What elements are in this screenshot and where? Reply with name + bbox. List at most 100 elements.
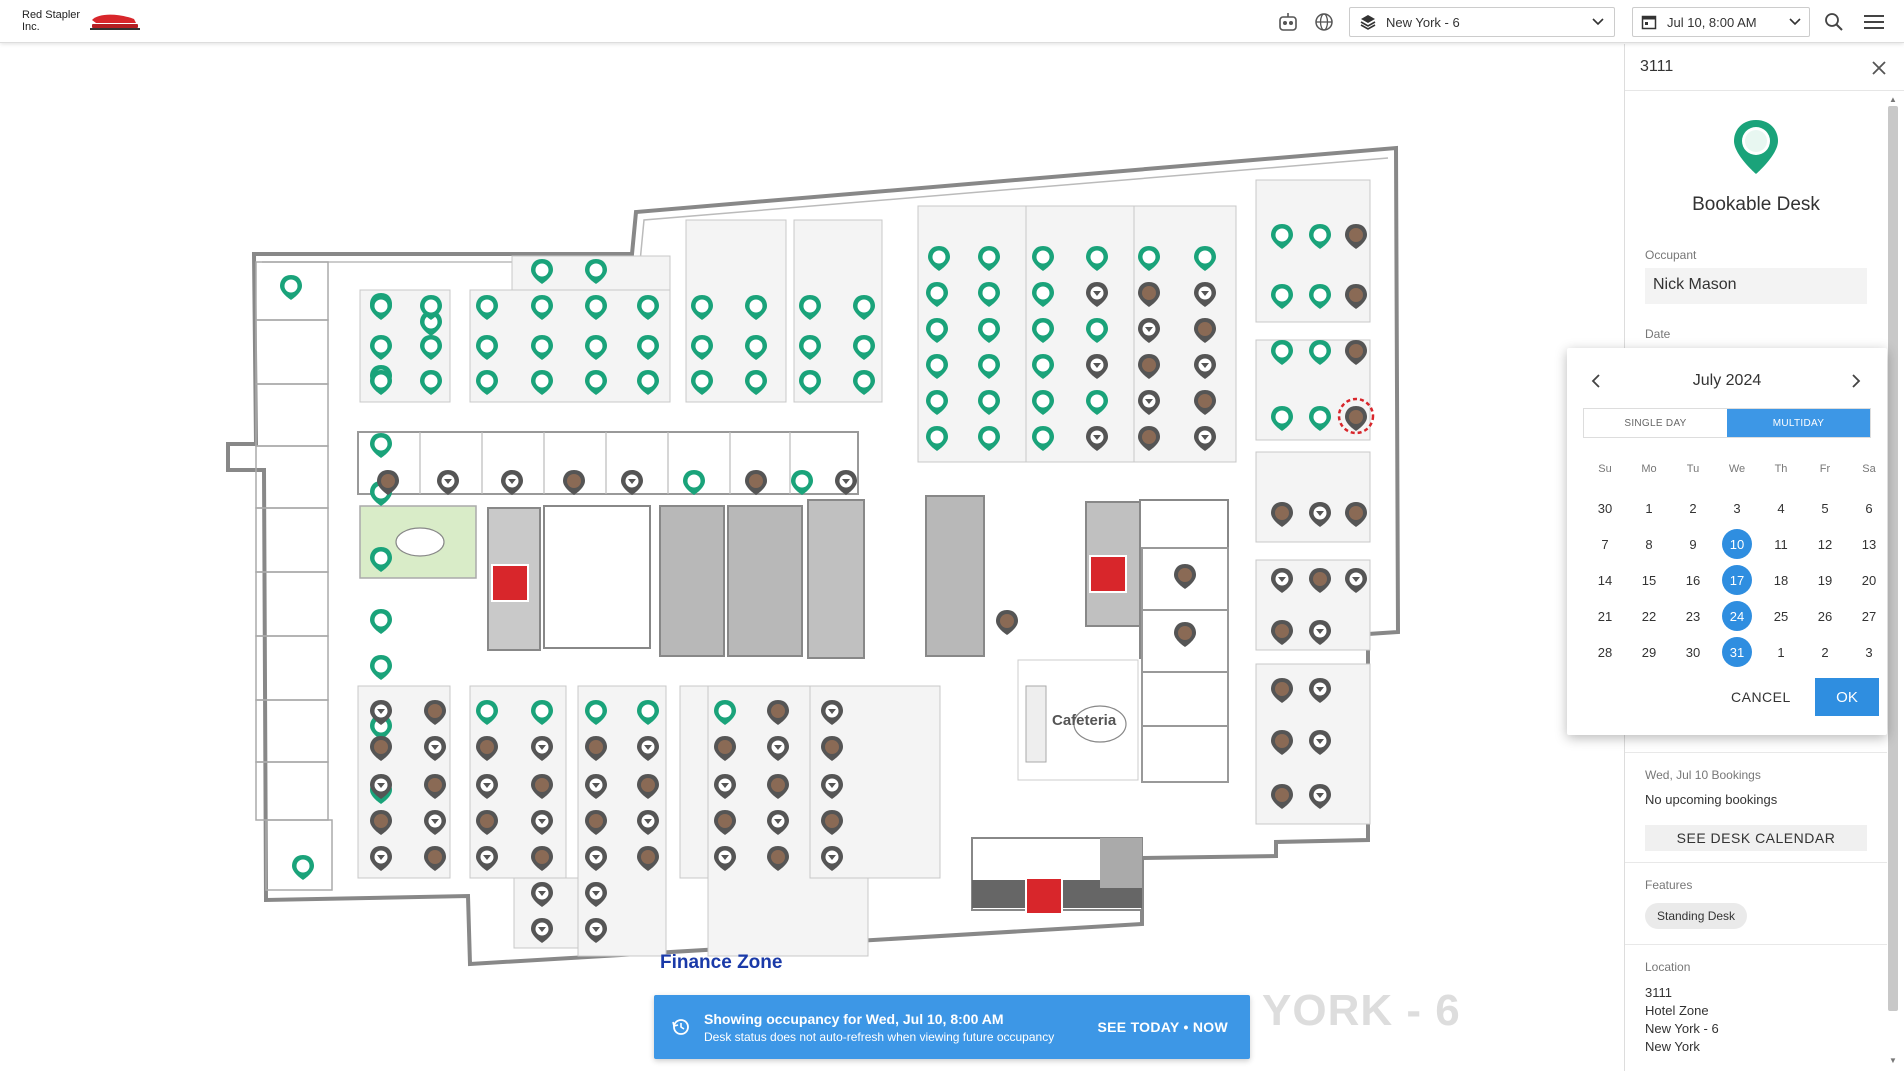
calendar-day[interactable]: 25 — [1759, 598, 1803, 634]
unavailable-desk-pin-icon[interactable] — [370, 774, 392, 799]
occupied-desk-pin-icon[interactable] — [637, 774, 659, 799]
available-desk-pin-icon[interactable] — [531, 295, 553, 320]
available-desk-pin-icon[interactable] — [370, 547, 392, 572]
available-desk-pin-icon[interactable] — [531, 370, 553, 395]
occupied-desk-pin-icon[interactable] — [1271, 730, 1293, 755]
occupied-desk-pin-icon[interactable] — [531, 774, 553, 799]
unavailable-desk-pin-icon[interactable] — [531, 810, 553, 835]
unavailable-desk-pin-icon[interactable] — [1309, 620, 1331, 645]
unavailable-desk-pin-icon[interactable] — [1309, 784, 1331, 809]
available-desk-pin-icon[interactable] — [1086, 246, 1108, 271]
unavailable-desk-pin-icon[interactable] — [1086, 426, 1108, 451]
unavailable-desk-pin-icon[interactable] — [767, 736, 789, 761]
occupant-field[interactable]: Nick Mason — [1645, 268, 1867, 304]
available-desk-pin-icon[interactable] — [745, 335, 767, 360]
unavailable-desk-pin-icon[interactable] — [1086, 282, 1108, 307]
available-desk-pin-icon[interactable] — [1032, 246, 1054, 271]
calendar-day[interactable]: 1 — [1627, 490, 1671, 526]
available-desk-pin-icon[interactable] — [1309, 340, 1331, 365]
available-desk-pin-icon[interactable] — [853, 295, 875, 320]
available-desk-pin-icon[interactable] — [926, 354, 948, 379]
calendar-day[interactable]: 14 — [1583, 562, 1627, 598]
occupied-desk-pin-icon[interactable] — [424, 774, 446, 799]
available-desk-pin-icon[interactable] — [1138, 246, 1160, 271]
unavailable-desk-pin-icon[interactable] — [714, 774, 736, 799]
occupied-desk-pin-icon[interactable] — [767, 846, 789, 871]
available-desk-pin-icon[interactable] — [1309, 284, 1331, 309]
available-desk-pin-icon[interactable] — [1271, 284, 1293, 309]
available-desk-pin-icon[interactable] — [370, 295, 392, 320]
available-desk-pin-icon[interactable] — [978, 426, 1000, 451]
available-desk-pin-icon[interactable] — [926, 390, 948, 415]
unavailable-desk-pin-icon[interactable] — [821, 700, 843, 725]
unavailable-desk-pin-icon[interactable] — [370, 846, 392, 871]
available-desk-pin-icon[interactable] — [978, 354, 1000, 379]
unavailable-desk-pin-icon[interactable] — [531, 882, 553, 907]
available-desk-pin-icon[interactable] — [370, 655, 392, 680]
calendar-day[interactable]: 8 — [1627, 526, 1671, 562]
calendar-day[interactable]: 19 — [1803, 562, 1847, 598]
unavailable-desk-pin-icon[interactable] — [1086, 354, 1108, 379]
available-desk-pin-icon[interactable] — [791, 470, 813, 495]
available-desk-pin-icon[interactable] — [1309, 406, 1331, 431]
available-desk-pin-icon[interactable] — [1086, 390, 1108, 415]
calendar-day[interactable]: 2 — [1803, 634, 1847, 670]
floor-select[interactable]: New York - 6 — [1349, 7, 1615, 37]
floor-map[interactable]: Cafeteria Finance Zone YORK - 6 — [0, 44, 1624, 1071]
available-desk-pin-icon[interactable] — [978, 318, 1000, 343]
available-desk-pin-icon[interactable] — [476, 700, 498, 725]
available-desk-pin-icon[interactable] — [745, 295, 767, 320]
scroll-down-icon[interactable]: ▼ — [1889, 1056, 1897, 1065]
unavailable-desk-pin-icon[interactable] — [821, 774, 843, 799]
available-desk-pin-icon[interactable] — [531, 259, 553, 284]
calendar-day[interactable]: 16 — [1671, 562, 1715, 598]
available-desk-pin-icon[interactable] — [292, 855, 314, 880]
available-desk-pin-icon[interactable] — [978, 390, 1000, 415]
available-desk-pin-icon[interactable] — [420, 335, 442, 360]
occupied-desk-pin-icon[interactable] — [370, 736, 392, 761]
available-desk-pin-icon[interactable] — [928, 246, 950, 271]
unavailable-desk-pin-icon[interactable] — [1138, 390, 1160, 415]
available-desk-pin-icon[interactable] — [585, 259, 607, 284]
unavailable-desk-pin-icon[interactable] — [370, 700, 392, 725]
available-desk-pin-icon[interactable] — [926, 318, 948, 343]
calendar-day[interactable]: 30 — [1583, 490, 1627, 526]
available-desk-pin-icon[interactable] — [370, 715, 392, 740]
unavailable-desk-pin-icon[interactable] — [1309, 502, 1331, 527]
calendar-day[interactable]: 26 — [1803, 598, 1847, 634]
calendar-day[interactable]: 6 — [1847, 490, 1891, 526]
unavailable-desk-pin-icon[interactable] — [1271, 568, 1293, 593]
occupied-desk-pin-icon[interactable] — [476, 736, 498, 761]
occupied-desk-pin-icon[interactable] — [424, 846, 446, 871]
available-desk-pin-icon[interactable] — [476, 335, 498, 360]
available-desk-pin-icon[interactable] — [691, 295, 713, 320]
occupied-desk-pin-icon[interactable] — [1271, 678, 1293, 703]
unavailable-desk-pin-icon[interactable] — [1345, 568, 1367, 593]
calendar-day[interactable]: 27 — [1847, 598, 1891, 634]
unavailable-desk-pin-icon[interactable] — [424, 810, 446, 835]
unavailable-desk-pin-icon[interactable] — [437, 470, 459, 495]
unavailable-desk-pin-icon[interactable] — [767, 810, 789, 835]
occupied-desk-pin-icon[interactable] — [821, 810, 843, 835]
calendar-day[interactable]: 18 — [1759, 562, 1803, 598]
occupied-desk-pin-icon[interactable] — [1345, 340, 1367, 365]
unavailable-desk-pin-icon[interactable] — [821, 846, 843, 871]
available-desk-pin-icon[interactable] — [531, 700, 553, 725]
available-desk-pin-icon[interactable] — [420, 311, 442, 336]
calendar-day[interactable]: 4 — [1759, 490, 1803, 526]
calendar-day[interactable]: 3 — [1847, 634, 1891, 670]
available-desk-pin-icon[interactable] — [978, 282, 1000, 307]
occupied-desk-pin-icon[interactable] — [637, 846, 659, 871]
unavailable-desk-pin-icon[interactable] — [531, 918, 553, 943]
occupied-desk-pin-icon[interactable] — [1138, 426, 1160, 451]
unavailable-desk-pin-icon[interactable] — [501, 470, 523, 495]
available-desk-pin-icon[interactable] — [370, 370, 392, 395]
occupied-desk-pin-icon[interactable] — [1271, 620, 1293, 645]
next-month-button[interactable] — [1845, 370, 1867, 392]
occupied-desk-pin-icon[interactable] — [1271, 784, 1293, 809]
available-desk-pin-icon[interactable] — [683, 470, 705, 495]
occupied-desk-pin-icon[interactable] — [821, 736, 843, 761]
robot-icon[interactable] — [1276, 10, 1300, 34]
unavailable-desk-pin-icon[interactable] — [585, 918, 607, 943]
available-desk-pin-icon[interactable] — [637, 700, 659, 725]
